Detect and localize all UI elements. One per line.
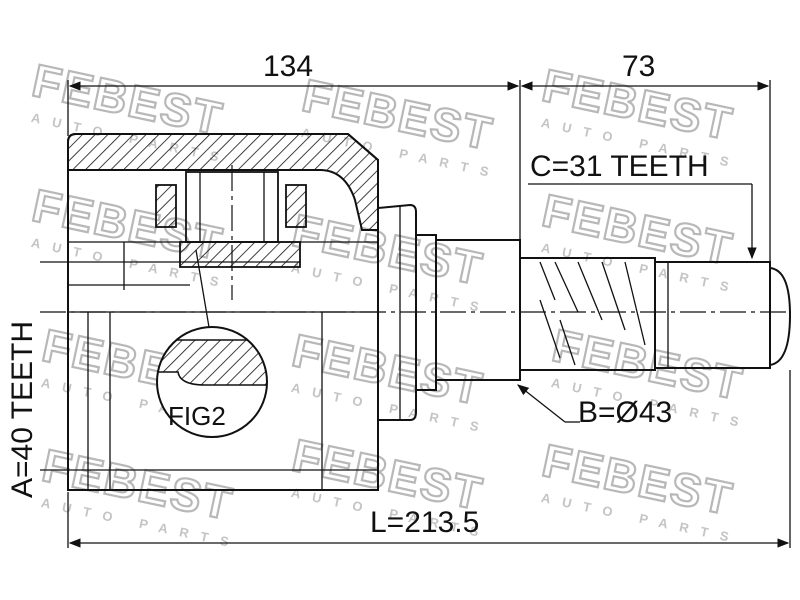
label-a-teeth: A=40 TEETH: [6, 321, 39, 498]
watermark-logo: FEBEST AUTO PARTS: [537, 433, 742, 547]
shaft-tip: [769, 267, 792, 366]
dimensions: 134 73 C=31 TEETH L=213.5 A=40 TEETH B=Ø…: [6, 50, 791, 548]
watermark-logo: FEBEST AUTO PARTS: [37, 438, 242, 552]
dim-label-73: 73: [622, 50, 655, 83]
label-c-teeth: C=31 TEETH: [530, 150, 709, 183]
tripod-bearing: [155, 165, 307, 346]
stem-body: [436, 239, 521, 381]
watermark-logo: FEBEST AUTO PARTS: [27, 178, 232, 292]
watermark-layer: FEBEST AUTO PARTS FEBEST AUTO PARTS FEBE…: [27, 53, 752, 552]
dim-label-134: 134: [263, 50, 313, 83]
spider-hub-hatch: [179, 241, 301, 268]
watermark-logo: FEBEST AUTO PARTS: [287, 203, 492, 317]
roller-hatch-left: [155, 184, 177, 228]
spline-end: [655, 261, 771, 369]
fig2-label: FIG2: [168, 401, 226, 431]
spline-teeth: [539, 261, 646, 366]
housing-outline: [67, 133, 379, 491]
fig2-detail: FIG2: [156, 326, 268, 438]
label-b-diameter: B=Ø43: [578, 396, 672, 429]
spline-section: [520, 257, 656, 371]
stem-neck: [416, 234, 437, 391]
roller-hatch-right: [285, 184, 307, 228]
label-length: L=213.5: [370, 506, 479, 539]
leader-b: [517, 384, 566, 423]
watermark-logo: FEBEST AUTO PARTS: [537, 183, 742, 297]
fig2-hatch: [157, 339, 267, 386]
